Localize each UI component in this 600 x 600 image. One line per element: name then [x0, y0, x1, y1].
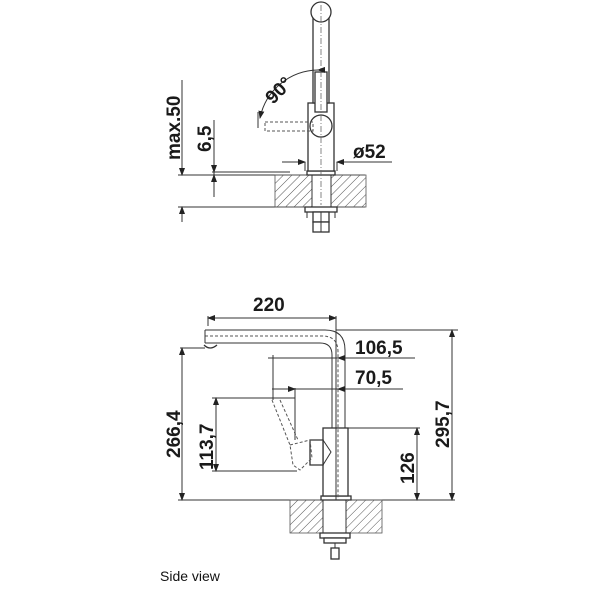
spout-height-label: 266,4 [164, 410, 185, 458]
countertop-hatch-left [274, 174, 313, 208]
lever-reach-2-label: 70,5 [355, 368, 392, 389]
aerator [203, 344, 218, 349]
total-height-label: 295,7 [433, 400, 454, 448]
top-view: 90° ø52 max.50 6,5 [164, 1, 392, 233]
reach-label: 220 [253, 295, 285, 316]
lever-reach-1-label: 106,5 [355, 338, 403, 359]
lever-rotated-ghost [264, 121, 314, 132]
rotation-arc [258, 66, 326, 119]
diameter-label: ø52 [353, 142, 386, 163]
spout [205, 329, 346, 428]
side-shank [322, 499, 347, 534]
angle-label: 90° [262, 73, 297, 108]
shank [311, 174, 332, 208]
lever-height-label: 113,7 [197, 424, 218, 471]
side-lever-ghost [289, 439, 313, 471]
countertop-hatch-right [330, 174, 367, 208]
mounting-nut [304, 206, 338, 213]
side-view: 220 106,5 70,5 266,4 113,7 126 [164, 295, 458, 560]
side-view-caption: Side view [160, 568, 220, 584]
side-hatch-right [345, 499, 383, 534]
offset-label: 6,5 [195, 125, 216, 152]
max-thickness-label: max.50 [164, 96, 185, 160]
body-height-label: 126 [398, 452, 419, 484]
side-connector [330, 547, 340, 560]
side-hatch-left [289, 499, 324, 534]
